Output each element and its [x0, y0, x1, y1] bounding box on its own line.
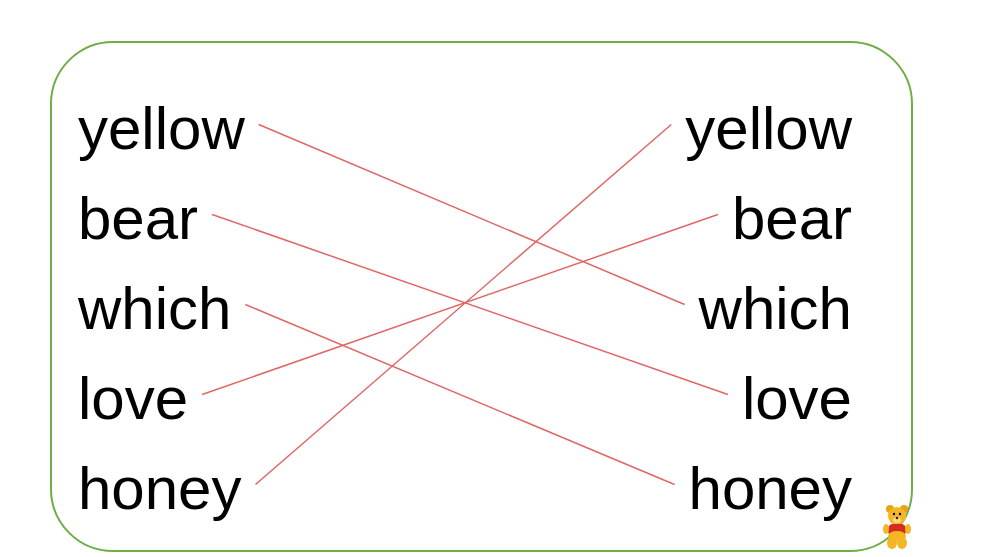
word-item: bear [732, 184, 852, 253]
word-text: love [78, 365, 188, 432]
match-line [255, 125, 671, 485]
word-text: which [699, 275, 852, 342]
word-item: honey [78, 454, 241, 523]
word-item: bear [78, 184, 198, 253]
word-text: bear [732, 185, 852, 252]
word-text: love [742, 365, 852, 432]
word-text: yellow [685, 95, 852, 162]
word-text: yellow [78, 95, 245, 162]
rounded-frame [51, 42, 912, 551]
word-text: honey [689, 455, 852, 522]
word-item: which [78, 274, 231, 343]
word-item: love [742, 364, 852, 433]
match-line [212, 215, 728, 395]
match-line [245, 305, 674, 485]
match-line [259, 125, 685, 305]
bear-icon [883, 505, 911, 549]
word-item: yellow [78, 94, 245, 163]
word-text: honey [78, 455, 241, 522]
word-item: honey [689, 454, 852, 523]
word-text: bear [78, 185, 198, 252]
word-item: yellow [685, 94, 852, 163]
match-line [202, 215, 718, 395]
word-item: which [699, 274, 852, 343]
word-item: love [78, 364, 188, 433]
word-text: which [78, 275, 231, 342]
